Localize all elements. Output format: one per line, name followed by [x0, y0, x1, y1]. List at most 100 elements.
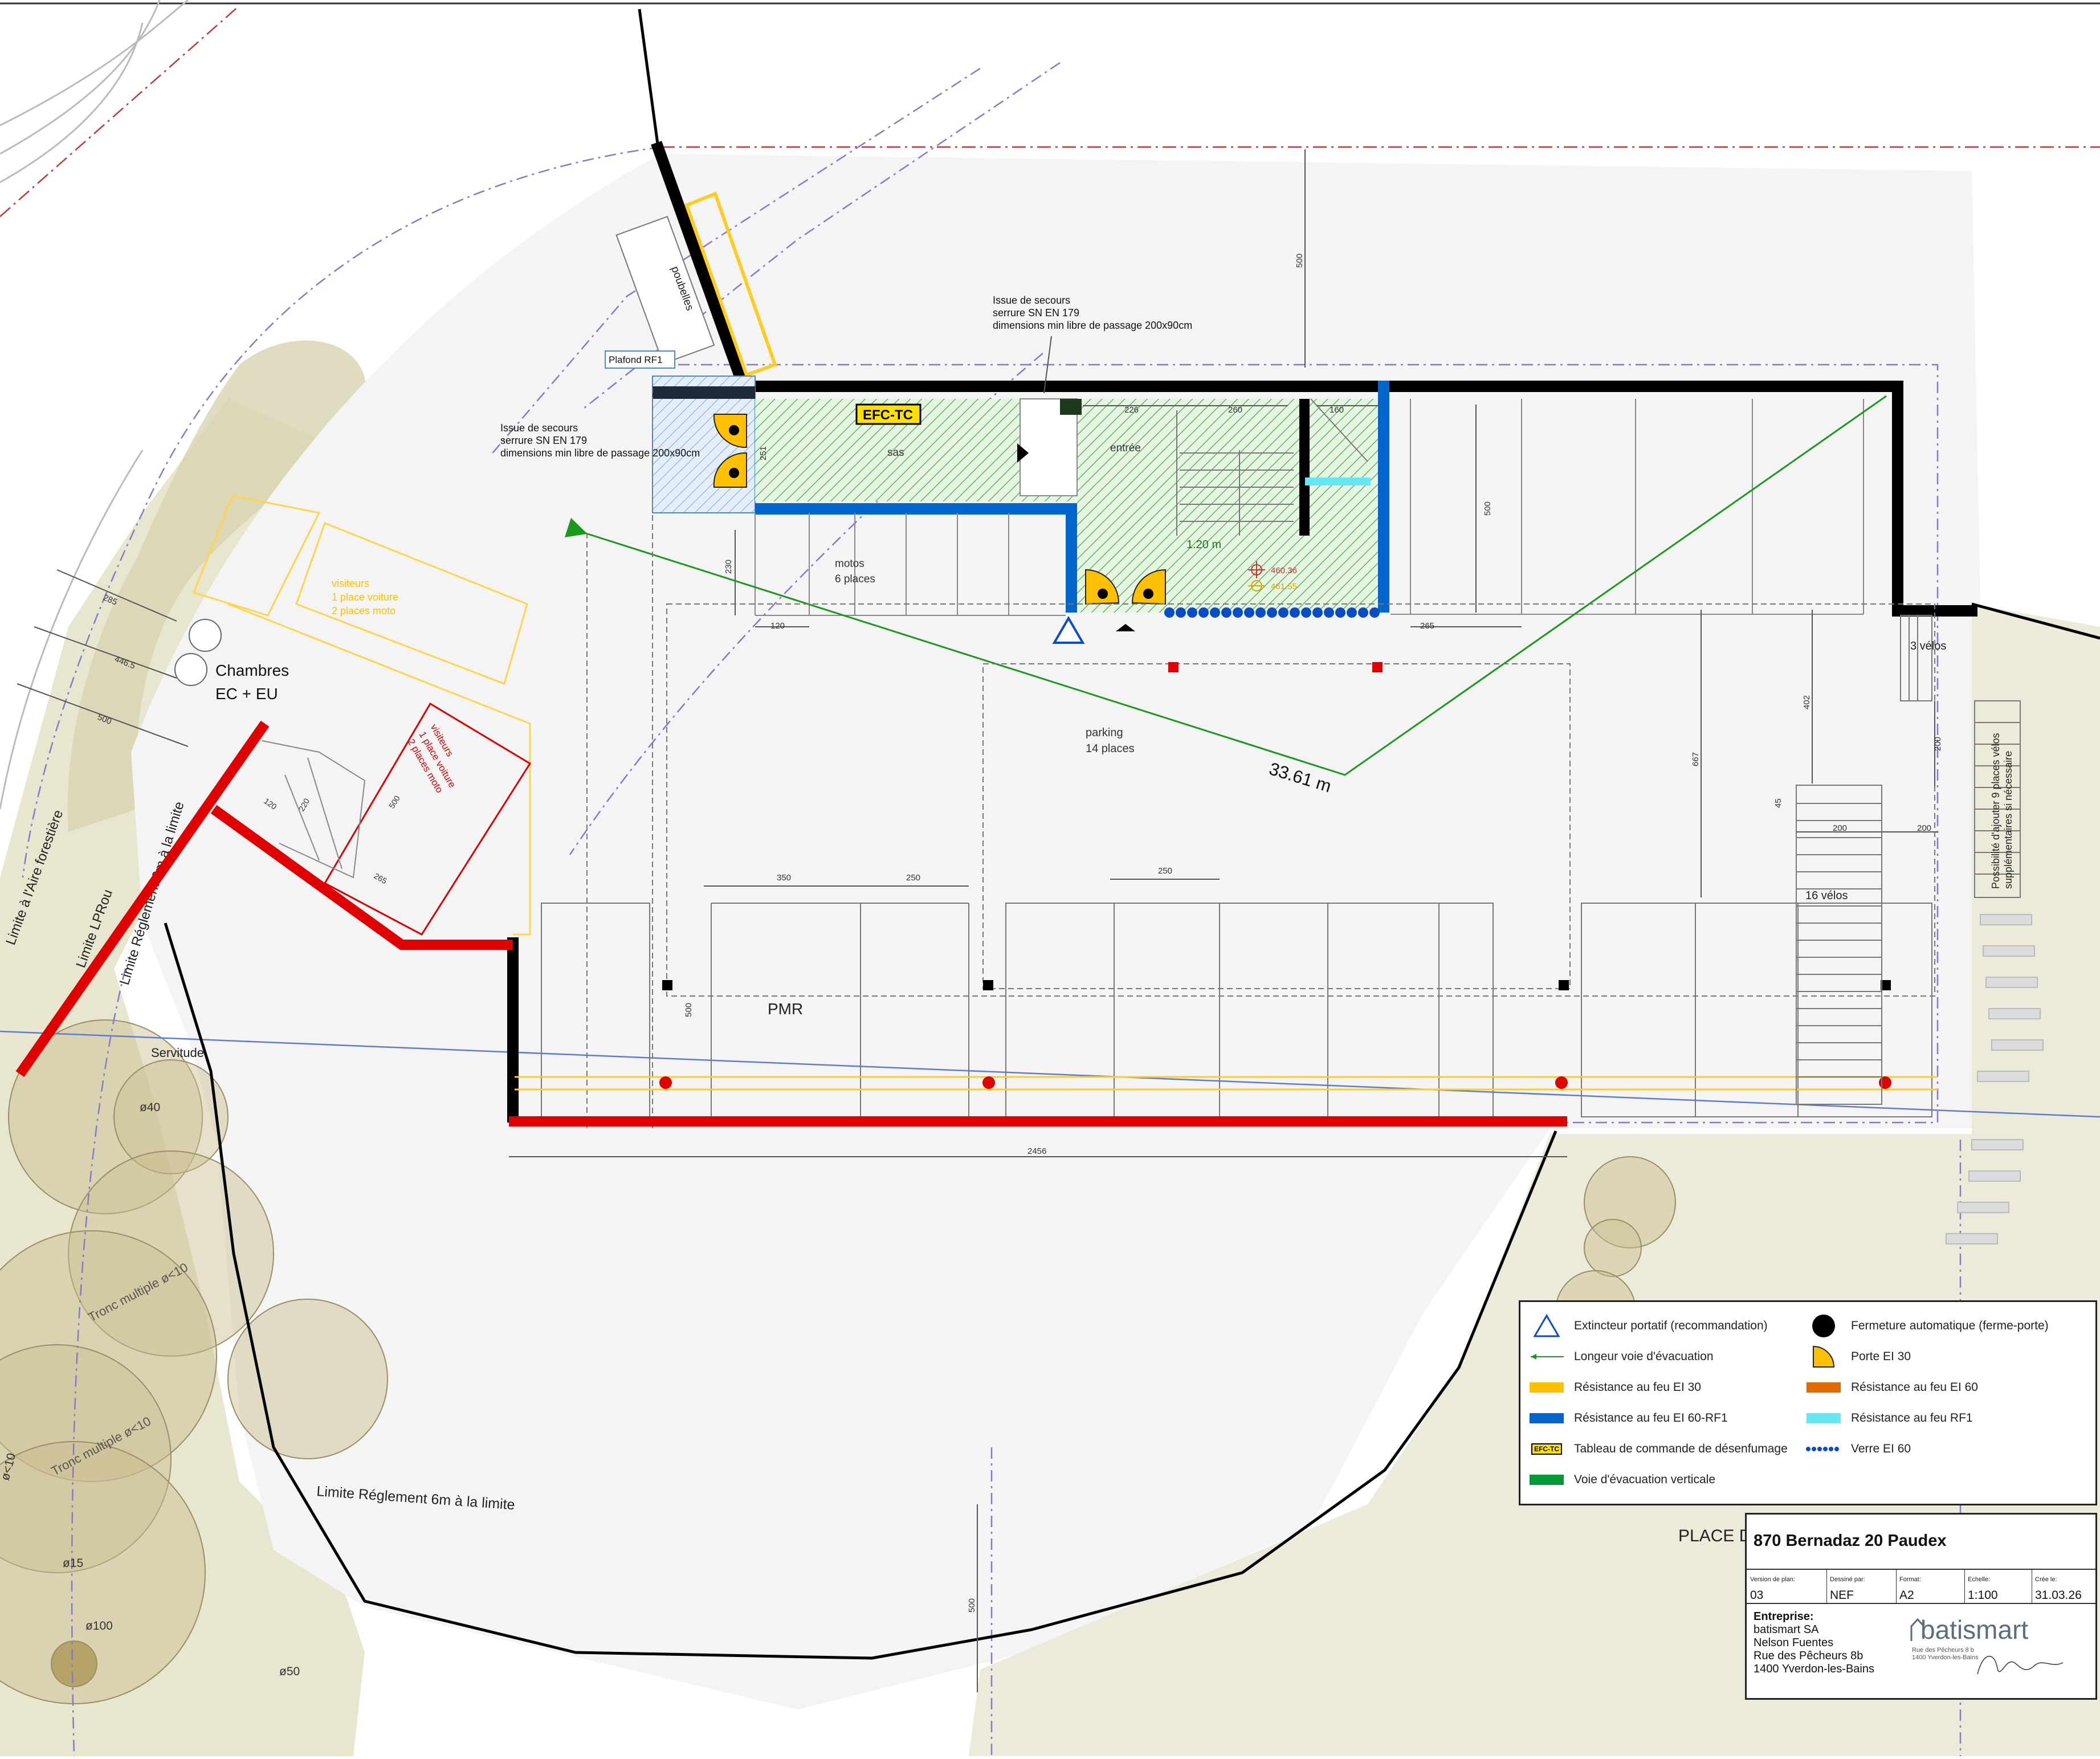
legend-label: Verre EI 60 — [1851, 1442, 1911, 1455]
bottom-dimensions: 350 250 250 500 2456 500 — [684, 866, 1172, 1613]
issue-left-line-2: serrure SN EN 179 — [500, 435, 587, 446]
parking-label-1: parking — [1086, 727, 1123, 739]
issue-left-line-1: Issue de secours — [500, 422, 578, 434]
legend: Extincteur portatif (recommandation) Lon… — [1519, 1300, 2097, 1505]
bike-racks — [1796, 615, 2021, 1105]
sas-label: sas — [887, 447, 904, 459]
chambres-line-2: EC + EU — [215, 685, 278, 703]
dim-226: 226 — [1124, 405, 1139, 415]
dim-45: 45 — [1773, 798, 1783, 808]
left-dimension-lines — [17, 569, 189, 747]
efc-tc-label: EFC-TC — [863, 407, 913, 423]
drawn-by-header: Dessiné par: — [1830, 1576, 1865, 1583]
velos-note-line-1: Possibilité d'ajouter 9 places vélos — [1990, 733, 2001, 889]
place-label: PLACE D — [1678, 1527, 1751, 1545]
parking-label-2: 14 places — [1086, 742, 1135, 755]
entreprise-label: Entreprise: — [1754, 1610, 1814, 1623]
east-boundary — [1971, 602, 2100, 640]
visitor-yellow-zone — [193, 495, 531, 936]
red-columns-top — [1168, 662, 1383, 672]
dim-2456: 2456 — [1027, 1146, 1046, 1156]
dim-265-top: 265 — [1420, 621, 1434, 631]
entreprise-line-4: 1400 Yverdon-les-Bains — [1754, 1663, 1874, 1675]
rf1-swatch — [1807, 1413, 1841, 1423]
legend-item-extincteur: Extincteur portatif (recommandation) — [1528, 1313, 1768, 1338]
motos-label-1: motos — [835, 558, 865, 570]
issue-top-line-3: dimensions min libre de passage 200x90cm — [993, 320, 1192, 331]
legend-item-ei60rf1: Résistance au feu EI 60-RF1 — [1528, 1406, 1728, 1431]
legend-label: Résistance au feu EI 60-RF1 — [1574, 1411, 1728, 1425]
trees — [0, 1019, 1676, 1704]
triangle-icon — [1533, 1314, 1560, 1337]
ei60-swatch — [1807, 1382, 1841, 1393]
entry-door-area — [1020, 398, 1078, 496]
sewer-manhole-1 — [189, 619, 222, 652]
efc-tc-panel — [855, 403, 921, 425]
signature — [1977, 1656, 2064, 1675]
dim-200-vertical: 200 — [1933, 737, 1943, 751]
height-label: 1.20 m — [1186, 538, 1221, 551]
batismart-logo-icon — [1910, 1618, 1925, 1641]
pmr-label: PMR — [768, 1000, 803, 1018]
velos-note: Possibilité d'ajouter 9 places vélos sup… — [1990, 733, 2014, 889]
verre-ei60-dots — [1164, 607, 1380, 618]
black-columns — [662, 980, 1891, 990]
created-header: Crée le: — [2035, 1576, 2057, 1583]
legend-label: Résistance au feu EI 30 — [1574, 1381, 1701, 1394]
issue-left-label: Issue de secours serrure SN EN 179 dimen… — [500, 422, 700, 459]
entreprise-line-2: Nelson Fuentes — [1754, 1636, 1834, 1649]
legend-item-efc: EFC-TC Tableau de commande de désenfumag… — [1528, 1436, 1788, 1462]
extinguisher-icon — [1052, 616, 1085, 644]
door-icon — [1813, 1345, 1835, 1368]
legend-label: Résistance au feu RF1 — [1851, 1411, 1973, 1425]
poubelles-ei30-zone — [684, 191, 777, 377]
legend-label: Longeur voie d'évacuation — [1574, 1350, 1714, 1363]
right-dimensions: 402 667 200 45 200 200 — [1691, 695, 1943, 833]
altitude-1: 460.36 — [1271, 566, 1297, 576]
ei60-rf1-swatch — [1530, 1413, 1564, 1423]
green-swatch — [1530, 1475, 1564, 1485]
legend-label: Tableau de commande de désenfumage — [1574, 1442, 1788, 1455]
velos3-label: 3 vélos — [1910, 640, 1946, 652]
legend-label: Fermeture automatique (ferme-porte) — [1851, 1319, 2049, 1332]
road-lines — [0, 0, 189, 810]
ei30-doors — [713, 414, 1166, 605]
forest-band — [67, 340, 366, 832]
poubelles-area — [615, 215, 715, 365]
motos-label-2: 6 places — [835, 573, 875, 585]
evacuation-path — [564, 395, 1887, 776]
logo-address-line-2: 1400 Yverdon-les-Bains — [1912, 1654, 1979, 1661]
blue-dots-icon — [1806, 1447, 1839, 1451]
rf1-glass — [1305, 477, 1371, 485]
issue-top-line-2: serrure SN EN 179 — [993, 307, 1079, 319]
entreprise-line-3: Rue des Pêcheurs 8b — [1754, 1650, 1864, 1662]
entreprise-block: Entreprise: batismart SA Nelson Fuentes … — [1754, 1610, 1874, 1676]
red-walls — [15, 720, 1567, 1127]
bottom-dimension-lines — [509, 879, 1567, 1692]
version-value: 03 — [1750, 1589, 1764, 1602]
dim-667: 667 — [1691, 752, 1701, 766]
tree-label-15: ø15 — [63, 1557, 83, 1570]
dim-250-b: 250 — [1158, 866, 1172, 876]
walls — [507, 141, 1977, 1123]
entry-arrow-icon — [1017, 443, 1029, 463]
visitor-yellow-line-1: visiteurs — [332, 578, 369, 589]
legend-label: Voie d'évacuation verticale — [1574, 1473, 1716, 1486]
legend-label: Extincteur portatif (recommandation) — [1574, 1319, 1768, 1332]
stair-wall — [1299, 399, 1310, 536]
velos-note-line-2: supplémentaires si nécessaire — [2003, 751, 2014, 889]
chambres-label: Chambres EC + EU — [215, 662, 289, 703]
dim-251: 251 — [759, 446, 768, 460]
dim-200-b: 200 — [1917, 823, 1931, 833]
dim-500-pmr: 500 — [684, 1003, 694, 1017]
dim-500-bottom: 500 — [967, 1598, 977, 1613]
plafond-box — [605, 350, 675, 369]
company-logo: batismart — [1920, 1615, 2029, 1644]
legend-item-rf1: Résistance au feu RF1 — [1805, 1406, 1973, 1431]
legend-item-ei60: Résistance au feu EI 60 — [1805, 1375, 1978, 1400]
ei30-swatch — [1530, 1382, 1564, 1393]
ei60-rf1-walls — [755, 381, 1389, 613]
dim-250-a: 250 — [906, 873, 920, 883]
tree-label-40: ø40 — [140, 1101, 160, 1114]
